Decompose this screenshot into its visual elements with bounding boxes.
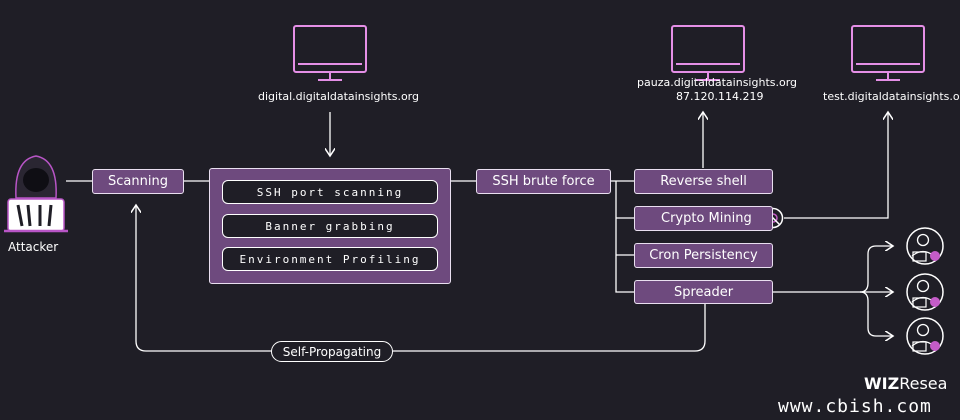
victim-icon xyxy=(906,227,944,265)
hacker-icon xyxy=(4,155,68,233)
victim-icon xyxy=(906,317,944,355)
server-label-digital: digital.digitaldatainsights.org xyxy=(258,90,419,103)
crypto-mining-box: Crypto Mining xyxy=(634,206,773,231)
self-propagating-pill: Self-Propagating xyxy=(271,341,393,362)
server-label-test: test.digitaldatainsights.org xyxy=(823,90,960,103)
wiz-logo-text: WIZ xyxy=(864,374,900,393)
monitor-icon xyxy=(293,25,367,81)
wiz-logo: WIZResea xyxy=(864,374,947,393)
cron-persistency-box: Cron Persistency xyxy=(634,243,773,268)
victim-icon xyxy=(906,273,944,311)
monitor-icon xyxy=(671,25,745,81)
wiz-logo-suffix: Resea xyxy=(899,374,948,393)
scanning-box: Scanning xyxy=(92,169,184,194)
crypto-mining-label: Crypto Mining xyxy=(661,211,752,226)
spreader-box: Spreader xyxy=(634,280,773,304)
attacker-label: Attacker xyxy=(8,240,59,254)
ssh-brute-force-box: SSH brute force xyxy=(476,169,611,194)
scan-step-environment-profiling: Environment Profiling xyxy=(222,247,438,271)
server-label-pauza-host: pauza.digitaldatainsights.org xyxy=(637,76,798,89)
monitor-icon xyxy=(851,25,925,81)
reverse-shell-box: Reverse shell xyxy=(634,169,773,194)
server-label-pauza-ip: 87.120.114.219 xyxy=(676,90,764,103)
watermark: www.cbish.com xyxy=(778,396,932,417)
scan-step-banner-grabbing: Banner grabbing xyxy=(222,214,438,238)
connector-lines xyxy=(66,112,893,352)
scan-step-ssh-port-scanning: SSH port scanning xyxy=(222,180,438,204)
